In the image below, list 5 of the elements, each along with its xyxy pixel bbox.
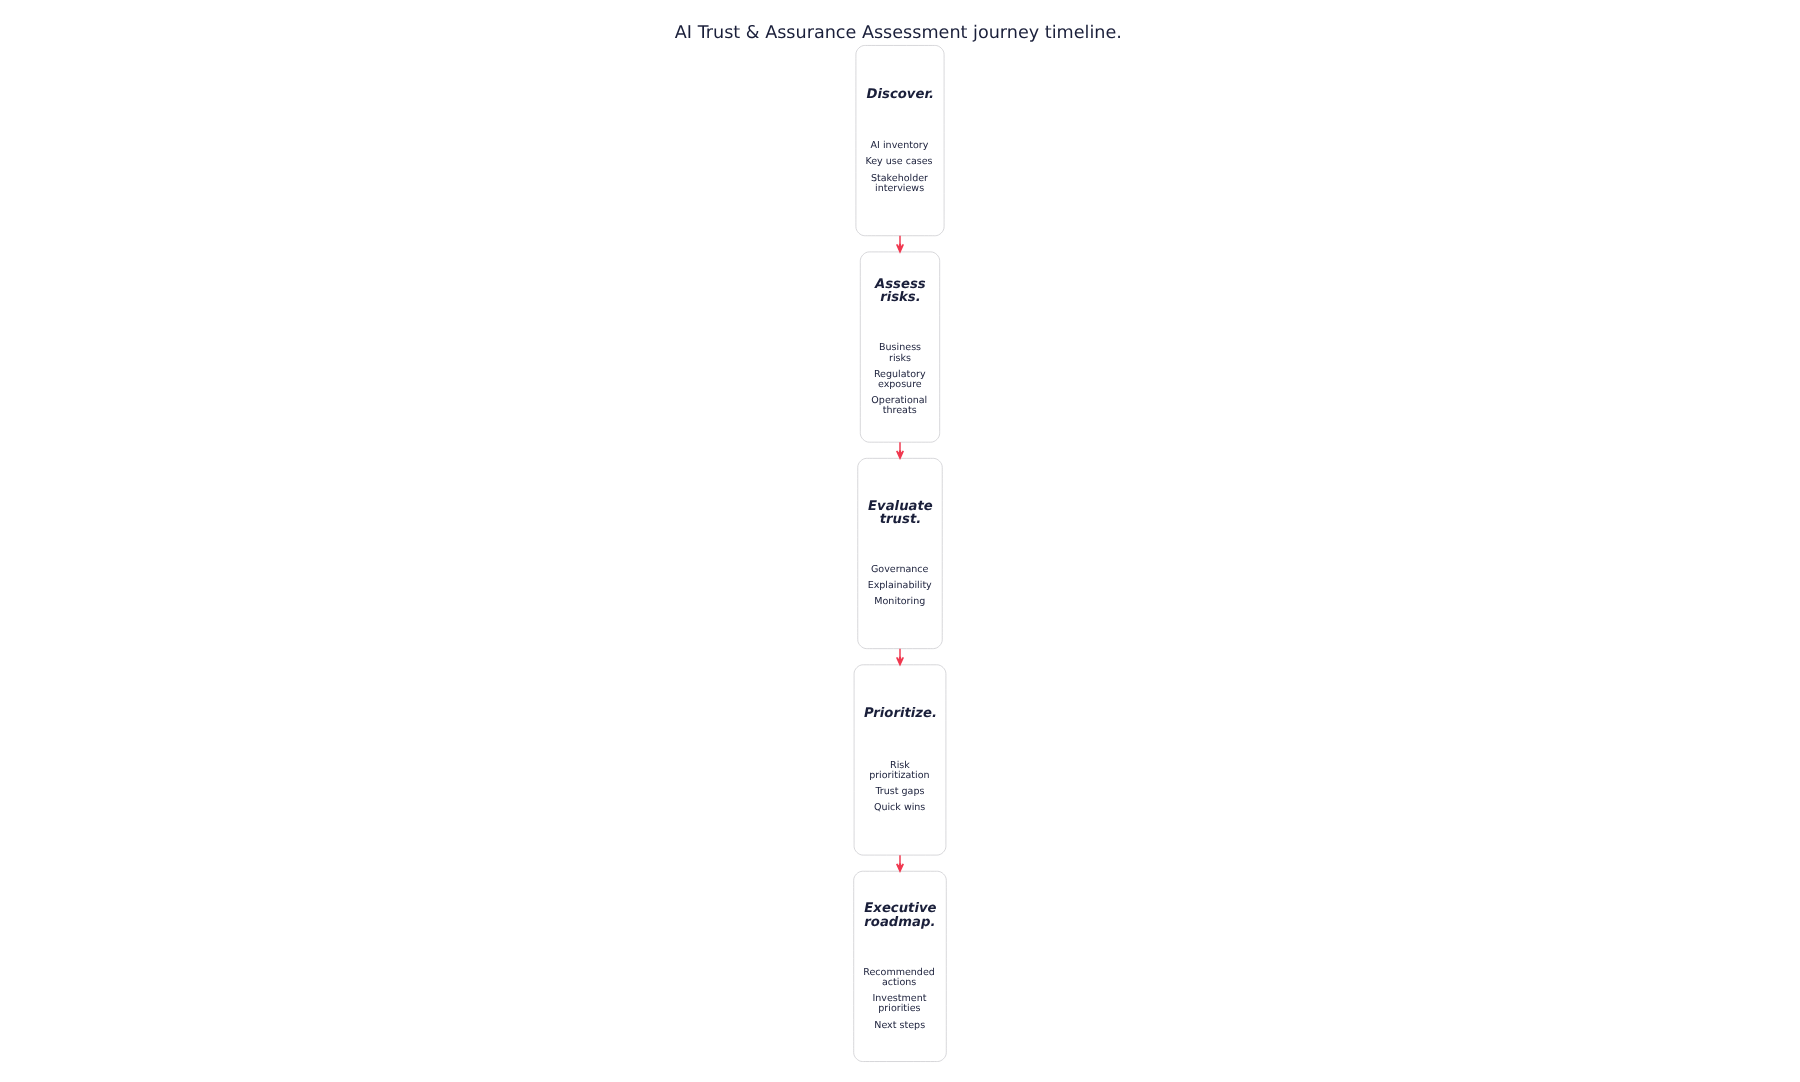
arrow (895, 235, 905, 253)
diagram-title: AI Trust & Assurance Assessment journey timeline. (674, 23, 1122, 44)
arrow (895, 441, 905, 460)
arrow (895, 854, 905, 872)
arrow (895, 647, 905, 666)
